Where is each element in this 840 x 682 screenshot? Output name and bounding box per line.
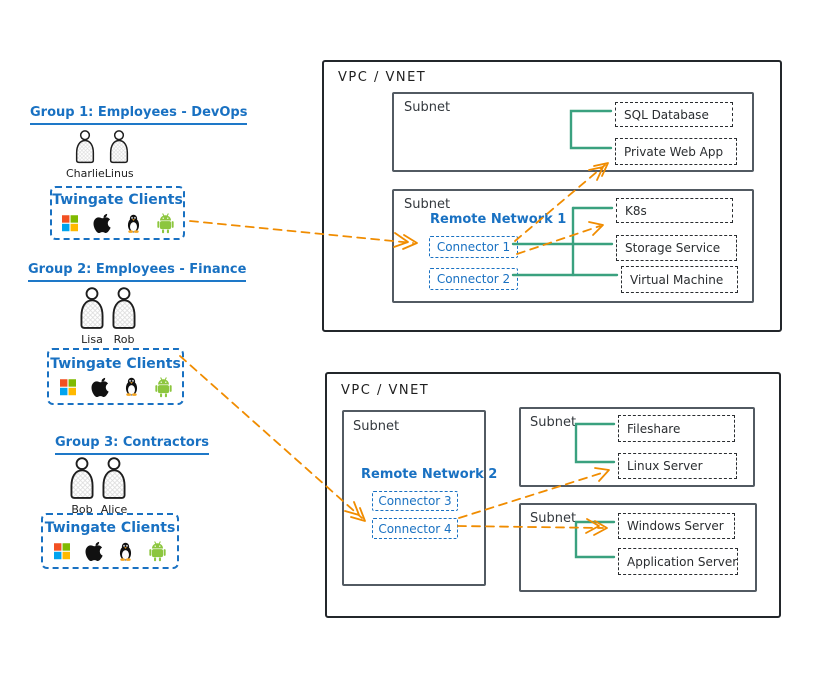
user-rob: Rob xyxy=(108,287,140,346)
group-2-title: Group 2: Employees - Finance xyxy=(28,262,247,282)
platform-icons xyxy=(52,540,168,562)
twingate-clients-label: Twingate Clients xyxy=(50,355,181,372)
node-sql-database: SQL Database xyxy=(615,102,733,127)
vpc-label: VPC / VNET xyxy=(338,70,427,85)
vpc-top-subnet-2: Subnet Remote Network 1 Connector 1 Conn… xyxy=(392,189,754,303)
remote-network-1-label: Remote Network 1 xyxy=(430,212,567,227)
user-bob: Bob xyxy=(66,457,98,516)
remote-network-2-label: Remote Network 2 xyxy=(361,467,498,482)
user-icon xyxy=(102,457,126,499)
twingate-clients-label: Twingate Clients xyxy=(52,192,183,208)
linux-icon xyxy=(119,542,132,561)
user-icon xyxy=(80,287,104,329)
android-icon xyxy=(154,376,172,398)
windows-icon xyxy=(61,215,78,232)
group-1-title: Group 1: Employees - DevOps xyxy=(30,105,248,125)
vpc-bottom-subnet-left: Subnet Remote Network 2 Connector 3 Conn… xyxy=(342,410,497,586)
node-linux-server: Linux Server xyxy=(618,453,737,479)
user-name: Lisa xyxy=(81,333,103,346)
user-charlie: Charlie xyxy=(66,130,105,180)
platform-icons xyxy=(58,376,174,398)
node-connector-4: Connector 4 xyxy=(372,518,458,539)
node-fileshare: Fileshare xyxy=(618,415,735,442)
group-1-users: Charlie Linus xyxy=(66,130,134,180)
node-application-server: Application Server xyxy=(618,548,738,575)
user-name: Alice xyxy=(100,503,128,516)
user-icon xyxy=(76,130,95,164)
vpc-bottom-subnet-top-right: Subnet Fileshare Linux Server xyxy=(519,407,755,487)
linux-icon xyxy=(127,214,139,233)
user-name: Bob xyxy=(71,503,93,516)
node-connector-1: Connector 1 xyxy=(429,236,518,258)
apple-icon xyxy=(93,213,111,234)
vpc-top: VPC / VNET Subnet SQL Database Private W… xyxy=(322,60,782,332)
group-1-twingate-clients: Twingate Clients xyxy=(50,186,185,240)
subnet-label: Subnet xyxy=(353,419,400,434)
user-icon xyxy=(112,287,136,329)
group-3-users: Bob Alice xyxy=(66,457,130,516)
user-alice: Alice xyxy=(98,457,130,516)
platform-icons xyxy=(60,212,176,234)
user-icon xyxy=(110,130,129,164)
node-connector-2: Connector 2 xyxy=(429,268,518,290)
user-icon xyxy=(70,457,94,499)
vpc-top-subnet-1: Subnet SQL Database Private Web App xyxy=(392,92,754,172)
subnet-label: Subnet xyxy=(530,415,577,430)
apple-icon xyxy=(91,377,109,397)
subnet-label: Subnet xyxy=(530,511,577,526)
group-3-twingate-clients: Twingate Clients xyxy=(41,513,179,569)
user-name: Rob xyxy=(113,333,135,346)
linux-icon xyxy=(125,377,137,396)
node-windows-server: Windows Server xyxy=(618,513,735,539)
user-linus: Linus xyxy=(105,130,134,180)
user-name: Charlie xyxy=(66,167,105,180)
group-2-users: Lisa Rob xyxy=(76,287,140,346)
subnet-label: Subnet xyxy=(404,100,451,115)
node-storage-service: Storage Service xyxy=(616,235,737,261)
windows-icon xyxy=(59,378,76,395)
group-2-twingate-clients: Twingate Clients xyxy=(47,348,184,405)
vpc-bottom: VPC / VNET Subnet Remote Network 2 Conne… xyxy=(325,372,781,618)
android-icon xyxy=(156,212,174,234)
node-connector-3: Connector 3 xyxy=(372,491,458,511)
apple-icon xyxy=(85,541,103,562)
node-virtual-machine: Virtual Machine xyxy=(621,266,738,293)
group-3-title: Group 3: Contractors xyxy=(55,435,209,455)
vpc-label: VPC / VNET xyxy=(341,383,430,398)
android-icon xyxy=(148,540,167,562)
subnet-label: Subnet xyxy=(404,197,451,212)
vpc-bottom-subnet-bottom-right: Subnet Windows Server Application Server xyxy=(519,503,757,592)
twingate-clients-label: Twingate Clients xyxy=(44,520,176,536)
node-private-web-app: Private Web App xyxy=(615,138,737,165)
user-name: Linus xyxy=(104,167,134,180)
windows-icon xyxy=(54,543,70,560)
node-k8s: K8s xyxy=(616,198,733,223)
user-lisa: Lisa xyxy=(76,287,108,346)
